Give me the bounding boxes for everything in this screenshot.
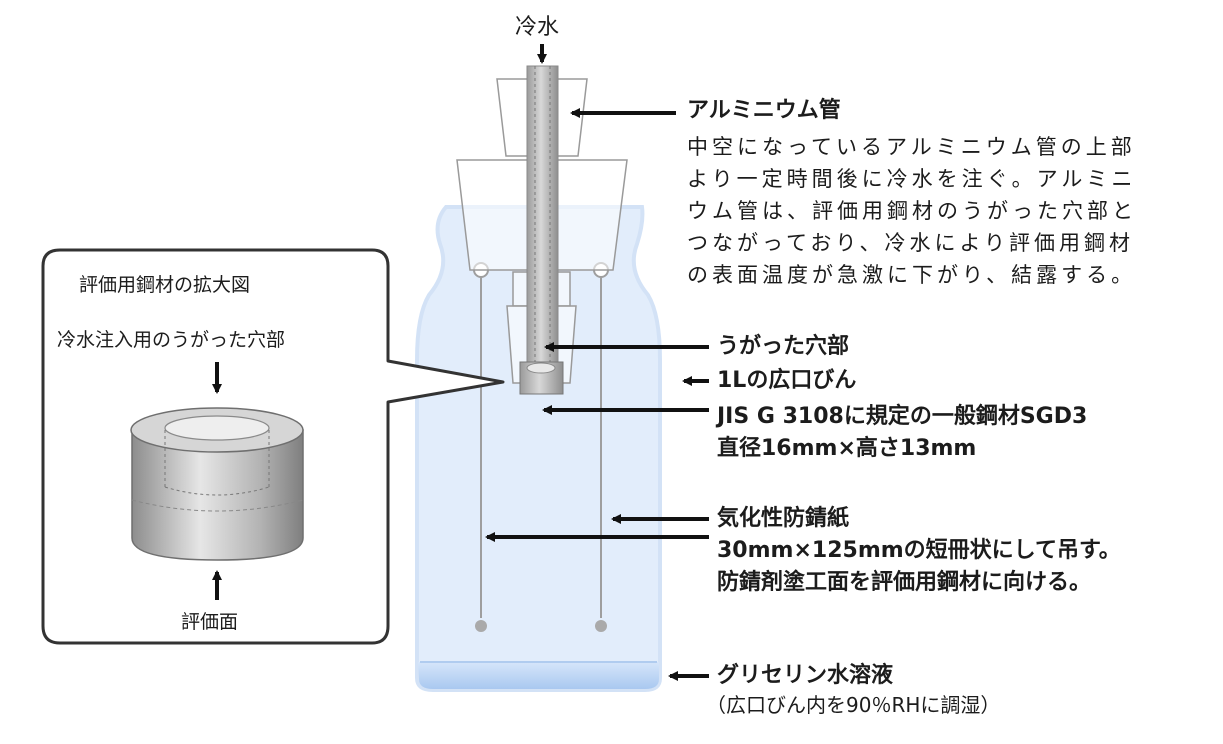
inset-hole-caption: 冷水注入用のうがった穴部: [57, 329, 286, 351]
description-line: ウム管は、評価用鋼材のうがった穴部と: [687, 199, 1137, 223]
paper-line2: 防錆剤塗工面を評価用鋼材に向ける。: [717, 570, 1092, 595]
cold-water-label: 冷水: [515, 15, 560, 40]
glycerin-title: グリセリン水溶液: [717, 663, 894, 688]
glycerin-solution: [418, 662, 659, 689]
steel-spec-line2: 直径16mm×高さ13mm: [717, 436, 977, 461]
hole-label: うがった穴部: [717, 334, 850, 359]
aluminum-description: 中空になっているアルミニウム管の上部 より一定時間後に冷水を注ぐ。アルミニ ウム…: [687, 131, 1137, 291]
inset-face-caption: 評価面: [181, 611, 239, 633]
steel-specimen-enlarged: [130, 407, 304, 561]
arrows: [485, 44, 709, 681]
inset-callout: [41, 248, 505, 645]
wide-mouth-bottle: [415, 205, 662, 692]
description-line: つながっており、冷水により評価用鋼材: [687, 231, 1135, 255]
description-line: 中空になっているアルミニウム管の上部: [687, 135, 1136, 159]
inset-title: 評価用鋼材の拡大図: [79, 274, 251, 296]
description-line: の表面温度が急激に下がり、結露する。: [687, 263, 1137, 287]
aluminum-tube: [519, 65, 564, 395]
steel-spec-line1: JIS G 3108に規定の一般鋼材SGD3: [717, 404, 1088, 429]
bottle-label: 1Lの広口びん: [717, 368, 857, 393]
description-line: より一定時間後に冷水を注ぐ。アルミニ: [687, 167, 1137, 191]
paper-line1: 30mm×125mmの短冊状にして吊す。: [717, 538, 1121, 563]
aluminum-tube-title: アルミニウム管: [687, 98, 841, 123]
paper-title: 気化性防錆紙: [717, 506, 850, 531]
glycerin-note: （広口びん内を90％RHに調湿）: [706, 693, 1001, 717]
